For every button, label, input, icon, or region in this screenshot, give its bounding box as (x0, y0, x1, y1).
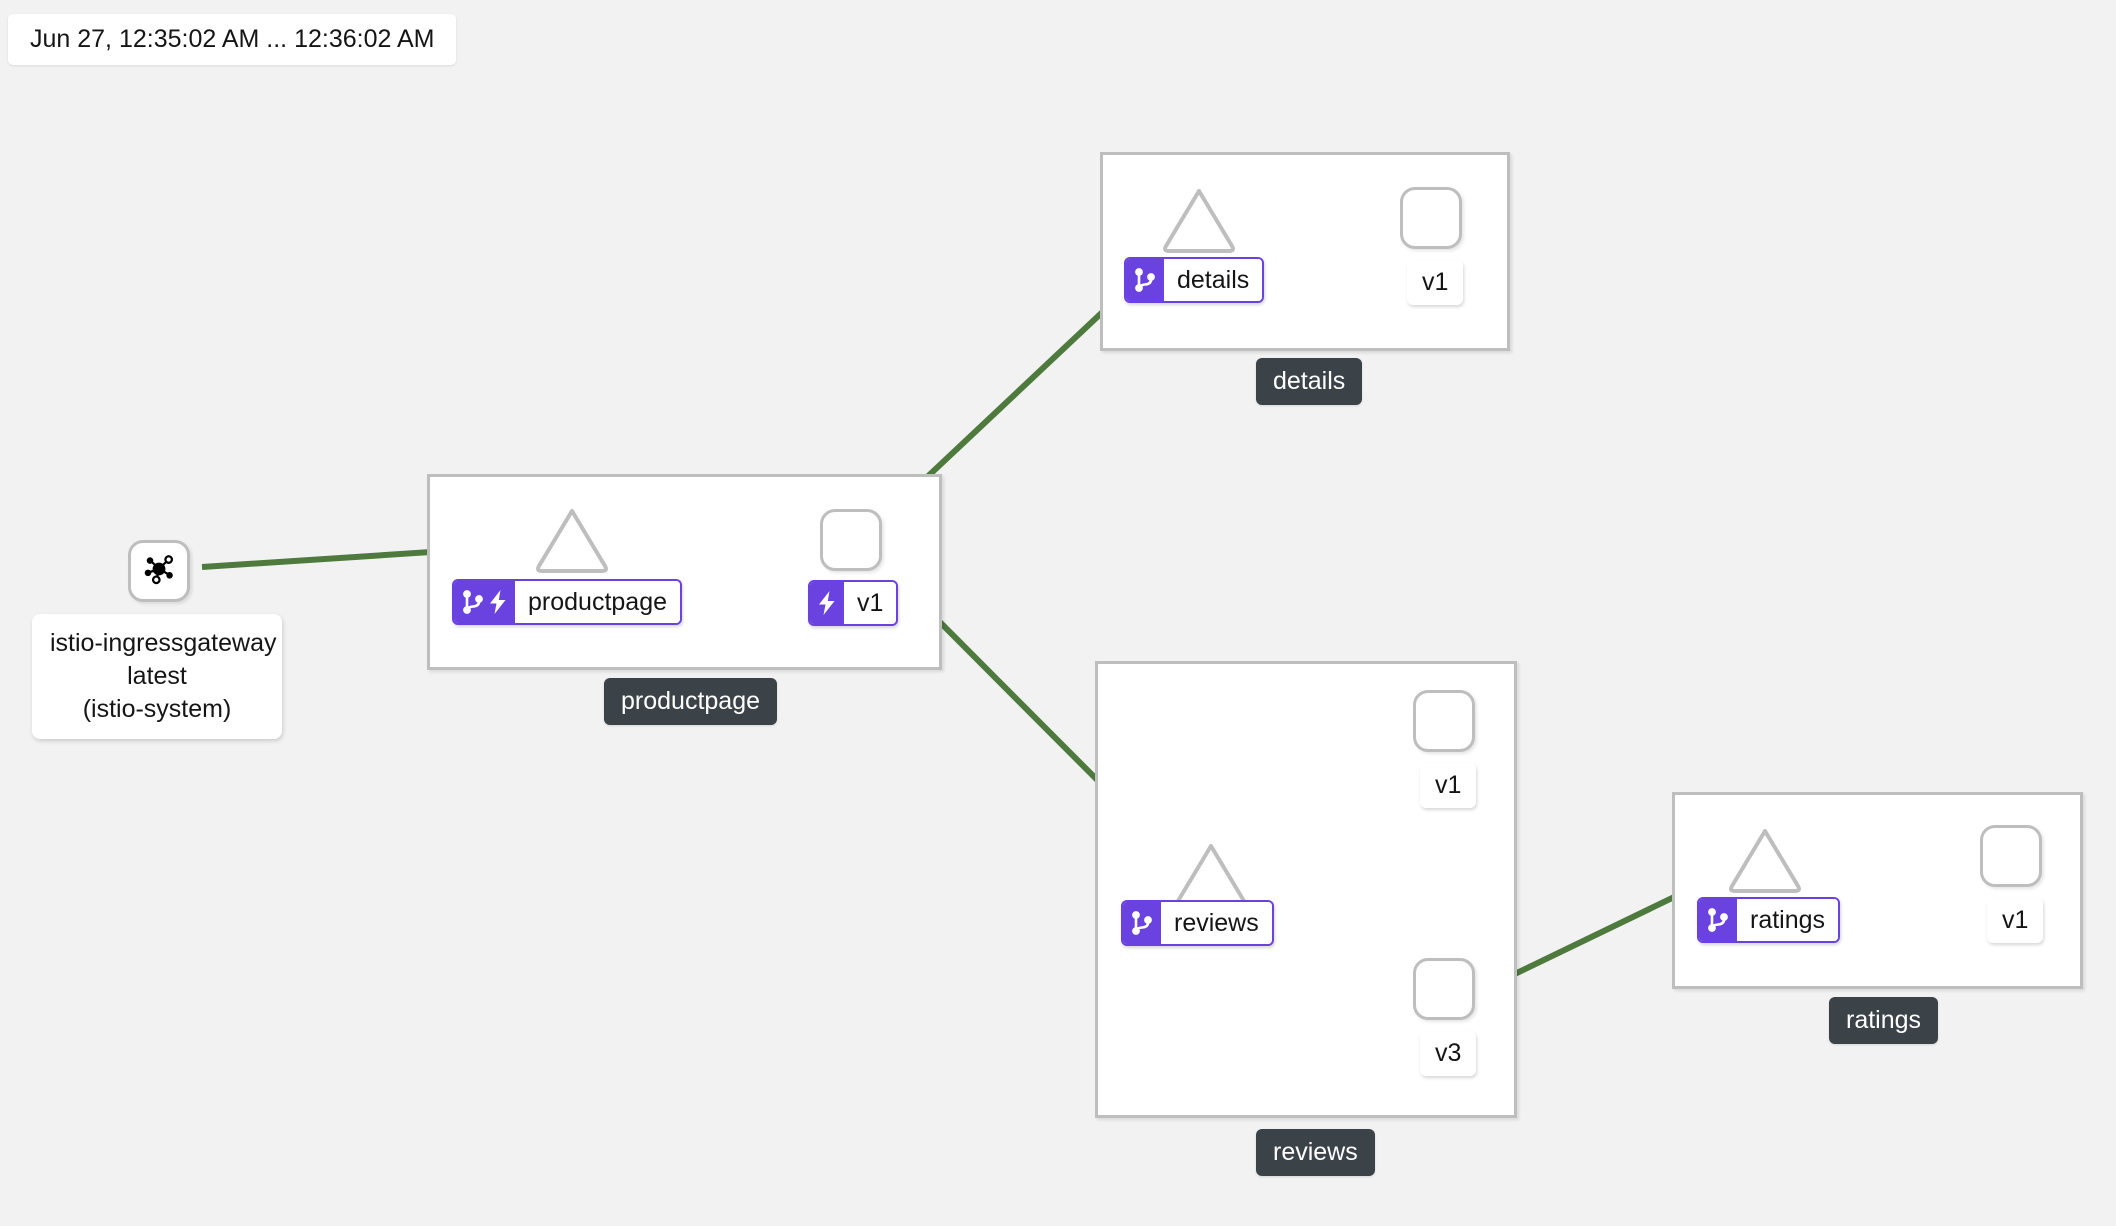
cluster-box-productpage[interactable] (427, 474, 942, 670)
node-service-ratings[interactable] (1726, 825, 1804, 895)
node-workload-reviews-v3[interactable] (1413, 958, 1475, 1020)
badge-service-reviews[interactable]: reviews (1121, 900, 1274, 946)
git-branch-icon (461, 589, 485, 615)
cluster-label-productpage: productpage (604, 678, 778, 725)
badge-icon-group (1126, 259, 1164, 301)
label-ratings-v1: v1 (1987, 898, 2044, 943)
ingress-label-line1: istio-ingressgateway (50, 629, 277, 657)
ingress-label-line3: (istio-system) (82, 695, 232, 723)
badge-label: v1 (844, 582, 897, 624)
git-branch-icon (1130, 910, 1154, 936)
badge-service-details[interactable]: details (1124, 257, 1265, 303)
node-service-productpage[interactable] (533, 505, 611, 575)
badge-icon-group (810, 582, 844, 624)
badge-workload-productpage-v1[interactable]: v1 (808, 580, 899, 626)
git-branch-icon (1133, 267, 1157, 293)
ingress-gateway-label: istio-ingressgateway latest (istio-system) (32, 614, 282, 739)
badge-icon-group (1699, 899, 1737, 941)
node-istio-ingressgateway[interactable] (128, 540, 190, 602)
lightning-bolt-icon (817, 590, 837, 616)
node-workload-productpage-v1[interactable] (820, 509, 882, 571)
label-details-v1: v1 (1407, 260, 1464, 305)
node-workload-ratings-v1[interactable] (1980, 825, 2042, 887)
cluster-label-reviews: reviews (1256, 1129, 1375, 1176)
label-reviews-v1: v1 (1420, 763, 1477, 808)
label-reviews-v3: v3 (1420, 1031, 1477, 1076)
badge-icon-group (1123, 902, 1161, 944)
badge-service-ratings[interactable]: ratings (1697, 897, 1841, 943)
badge-label: productpage (515, 581, 681, 623)
badge-icon-group (454, 581, 515, 623)
badge-label: ratings (1737, 899, 1839, 941)
badge-label: details (1164, 259, 1263, 301)
ingress-label-line2: latest (127, 662, 187, 690)
node-service-details[interactable] (1160, 185, 1238, 255)
lightning-bolt-icon (488, 589, 508, 615)
time-range-label: Jun 27, 12:35:02 AM ... 12:36:02 AM (8, 14, 457, 65)
node-workload-details-v1[interactable] (1400, 187, 1462, 249)
node-workload-reviews-v1[interactable] (1413, 690, 1475, 752)
cluster-label-details: details (1256, 358, 1363, 405)
mesh-topology-icon (141, 551, 177, 592)
badge-service-productpage[interactable]: productpage (452, 579, 683, 625)
git-branch-icon (1706, 907, 1730, 933)
cluster-label-ratings: ratings (1829, 997, 1939, 1044)
badge-label: reviews (1161, 902, 1272, 944)
